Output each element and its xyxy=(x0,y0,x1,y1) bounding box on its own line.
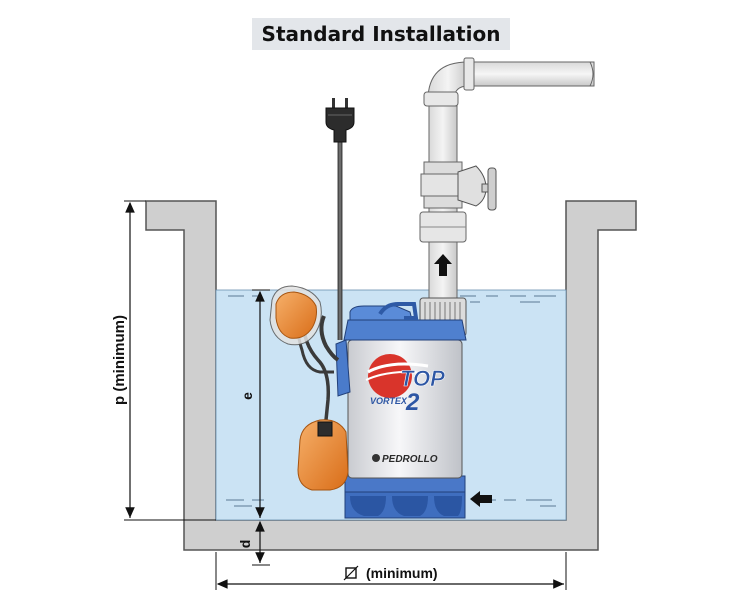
float-upper xyxy=(269,285,322,346)
upward-flow-arrow xyxy=(434,254,452,276)
diameter-symbol-icon xyxy=(345,567,357,579)
pump-logo: TOP VORTEX 2 xyxy=(365,354,445,416)
pump-model-sub: VORTEX xyxy=(370,396,408,406)
dimension-d: d xyxy=(237,520,270,566)
pump-model-top: TOP xyxy=(400,366,445,391)
dimension-label-d: d xyxy=(237,540,253,549)
dimension-p: p (minimum) xyxy=(111,200,216,521)
dimension-label-e: e xyxy=(239,392,255,400)
diagram-title: Standard Installation xyxy=(261,22,501,46)
dimension-label-width: (minimum) xyxy=(366,565,438,581)
power-cable xyxy=(325,98,355,340)
gate-valve xyxy=(457,165,497,211)
pump-model-number: 2 xyxy=(405,389,420,416)
plug-icon xyxy=(325,98,355,143)
brand-mark-icon xyxy=(372,454,380,462)
flow-arrows xyxy=(434,254,492,507)
float-lower xyxy=(297,419,349,491)
float-switch xyxy=(269,285,349,491)
dimension-width: (minimum) xyxy=(215,552,567,590)
inlet-flow-arrow xyxy=(470,491,492,507)
title-banner: Standard Installation xyxy=(252,18,510,50)
dimension-label-p: p (minimum) xyxy=(111,315,128,405)
pump-brand: PEDROLLO xyxy=(382,454,438,465)
dimension-e: e xyxy=(239,289,270,518)
submersible-pump: TOP VORTEX 2 PEDROLLO xyxy=(319,302,467,519)
